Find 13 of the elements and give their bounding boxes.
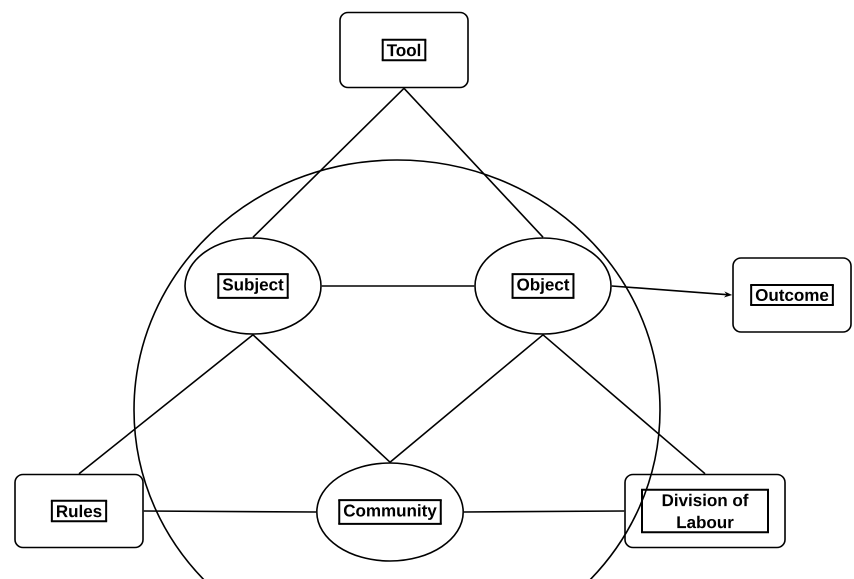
division-box: Division of Labour — [624, 474, 786, 548]
connector-line — [78, 334, 254, 474]
connector-line — [322, 285, 474, 287]
connector-line — [144, 510, 316, 513]
connector-line — [464, 510, 624, 513]
connector-line — [252, 334, 391, 463]
connector-line — [542, 334, 706, 474]
connector-line — [252, 88, 405, 238]
rules-box: Rules — [14, 474, 144, 548]
tool-box: Tool — [339, 12, 469, 88]
outcome-box: Outcome — [732, 257, 852, 333]
connector-line — [403, 88, 544, 238]
connector-line — [390, 334, 544, 463]
